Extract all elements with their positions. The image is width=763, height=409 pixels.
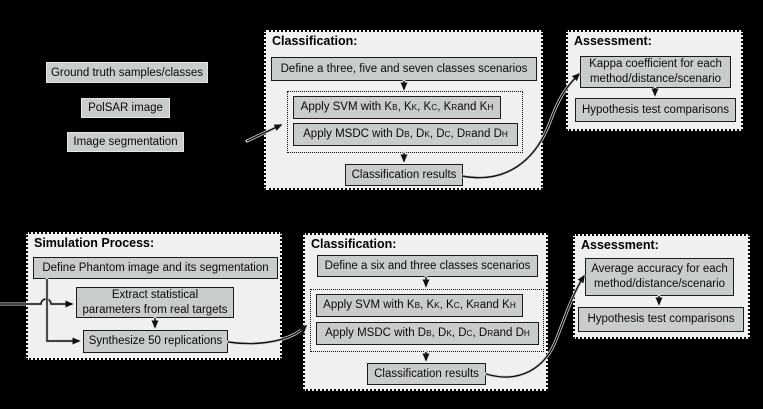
bottom-classification-title: Classification: bbox=[311, 237, 397, 251]
ground-truth-box: Ground truth samples/classes bbox=[46, 62, 208, 83]
bottom-assessment-title: Assessment: bbox=[581, 238, 659, 252]
define-six-three-box: Define a six and three classes scenarios bbox=[317, 255, 538, 277]
synthesize-replications-box: Synthesize 50 replications bbox=[83, 330, 228, 353]
top-assessment-title: Assessment: bbox=[574, 34, 652, 48]
average-accuracy-box: Average accuracy for each method/distanc… bbox=[585, 258, 734, 296]
define-phantom-box: Define Phantom image and its segmentatio… bbox=[33, 257, 278, 279]
extract-parameters-box: Extract statistical parameters from real… bbox=[76, 287, 234, 318]
simulation-process-title: Simulation Process: bbox=[34, 236, 155, 250]
classification-results-box-2: Classification results bbox=[367, 363, 486, 385]
define-classes-box: Define a three, five and seven classes s… bbox=[271, 57, 537, 81]
hypothesis-test-box-2: Hypothesis test comparisons bbox=[578, 307, 744, 332]
image-segmentation-box: Image segmentation bbox=[67, 132, 184, 152]
classification-results-box: Classification results bbox=[345, 164, 463, 186]
polsar-image-box: PolSAR image bbox=[81, 98, 170, 118]
top-classification-title: Classification: bbox=[272, 34, 358, 48]
hypothesis-test-box: Hypothesis test comparisons bbox=[575, 98, 736, 122]
kappa-coefficient-box: Kappa coefficient for each method/distan… bbox=[580, 56, 731, 88]
